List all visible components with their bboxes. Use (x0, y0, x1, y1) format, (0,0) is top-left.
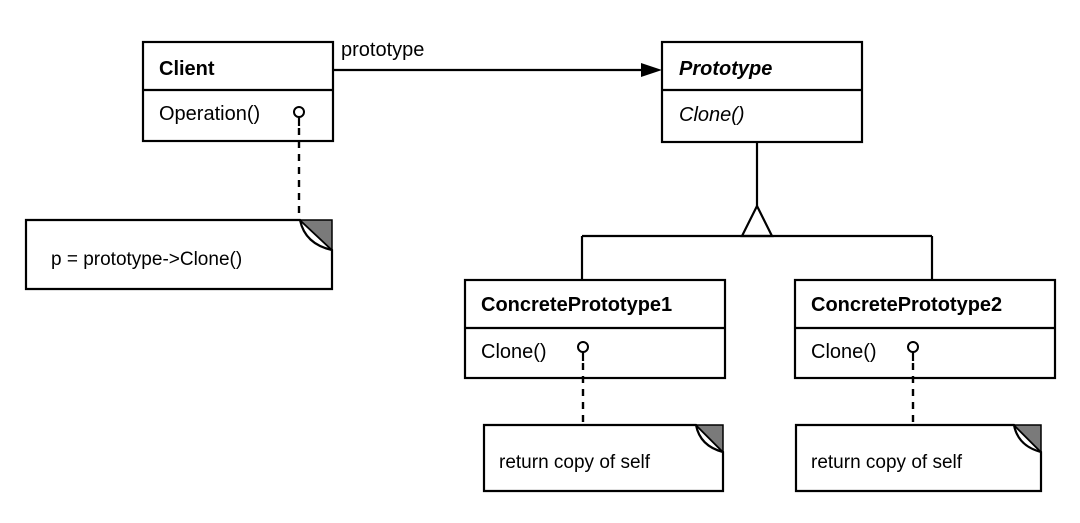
association-label: prototype (341, 39, 424, 61)
client-operation: Operation() (159, 103, 260, 125)
concrete-prototype-2-class: ConcretePrototype2 Clone() (793, 278, 1057, 380)
concrete-2-note: return copy of self (794, 423, 1043, 493)
client-note-box (24, 218, 334, 291)
concrete-1-note: return copy of self (482, 423, 725, 493)
inheritance-tree (580, 142, 934, 280)
prototype-class-box (660, 40, 864, 144)
concrete-prototype-1-class: ConcretePrototype1 Clone() (463, 278, 727, 380)
prototype-class-name: Prototype (679, 58, 772, 80)
concrete-prototype-1-operation: Clone() (481, 341, 547, 363)
client-note: p = prototype->Clone() (24, 218, 334, 291)
prototype-association: prototype (333, 39, 662, 77)
concrete-prototype-2-operation: Clone() (811, 341, 877, 363)
prototype-class: Prototype Clone() (660, 40, 864, 144)
concrete-1-note-box (482, 423, 725, 493)
client-note-fold-edge (298, 219, 333, 252)
prototype-operation: Clone() (679, 104, 745, 126)
concrete-prototype-1-name: ConcretePrototype1 (481, 294, 672, 316)
concrete-prototype-1-note-anchor-icon (577, 341, 589, 361)
client-class-box (141, 40, 335, 143)
concrete-1-note-text: return copy of self (499, 452, 651, 473)
client-class-name: Client (159, 58, 215, 80)
concrete-1-note-fold-icon (694, 424, 724, 454)
association-arrowhead-icon (641, 63, 662, 77)
client-operation-note-anchor-icon (293, 106, 305, 126)
client-note-text: p = prototype->Clone() (51, 249, 242, 270)
concrete-2-note-box (794, 423, 1043, 493)
client-class: Client Operation() (141, 40, 335, 143)
concrete-prototype-2-name: ConcretePrototype2 (811, 294, 1002, 316)
inheritance-triangle-icon (740, 203, 774, 238)
concrete-2-note-fold-icon (1012, 424, 1042, 454)
concrete-2-note-fold-edge (1012, 424, 1042, 454)
client-note-fold-icon (298, 219, 333, 252)
concrete-1-note-fold-edge (694, 424, 724, 454)
concrete-2-note-text: return copy of self (811, 452, 963, 473)
concrete-prototype-2-note-anchor-icon (907, 341, 919, 361)
